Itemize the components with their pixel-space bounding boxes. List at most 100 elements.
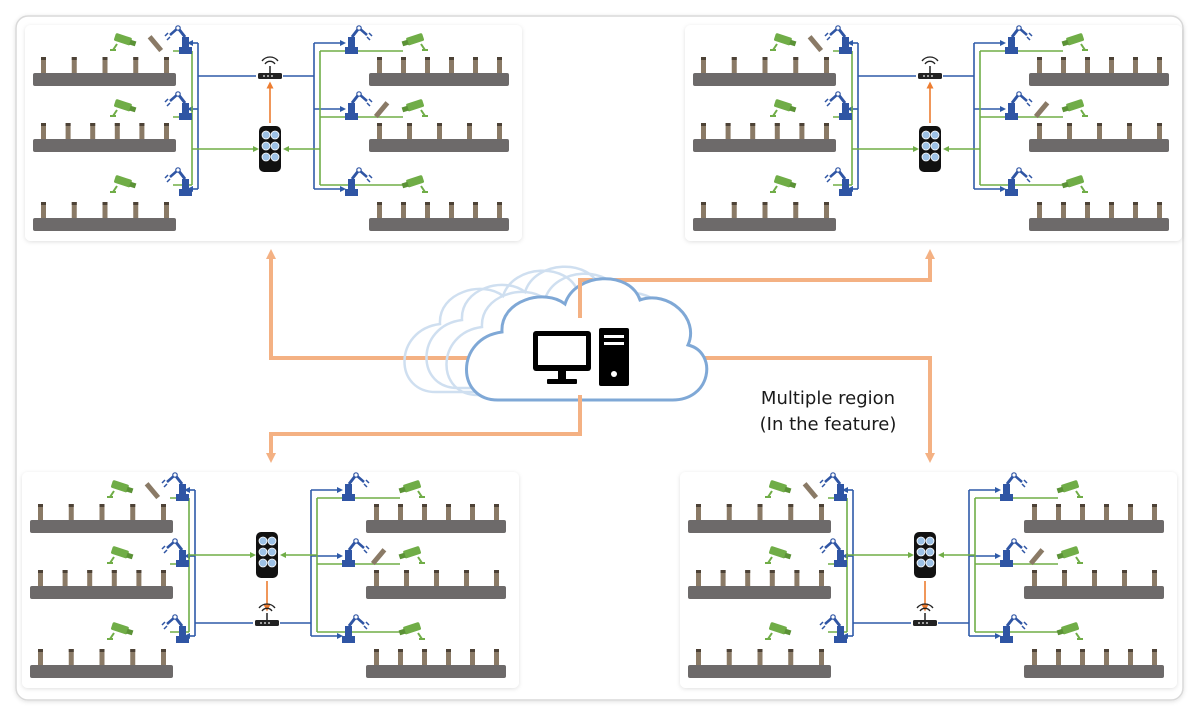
workpiece-cap [111,570,117,573]
workpiece [1122,570,1127,586]
workpiece [788,504,794,520]
conveyor [1029,123,1169,152]
conveyor-belt [1029,218,1169,231]
caption-line-1: Multiple region [760,388,896,409]
controller-port [267,536,277,546]
workpiece [1080,649,1085,665]
robot-arm-icon [819,538,847,567]
workpiece-cap [38,649,43,652]
robot-base [839,47,852,54]
workpiece [422,504,427,520]
router-led [927,75,929,77]
workpiece-cap [788,504,794,507]
camera-lens [1056,628,1064,636]
workpiece-cap [398,504,403,507]
camera-icon [1061,33,1088,51]
robot-body [1003,484,1010,494]
conveyor-belt [366,665,506,678]
tower-slot [604,335,624,338]
workpiece-cap [1062,570,1067,573]
camera-icon [107,480,134,498]
camera-body [774,175,792,188]
robot-gripper [1026,32,1033,41]
camera-lens [126,552,134,560]
workpiece-cap [1133,57,1138,60]
workpiece-cap [762,202,768,205]
router-led [268,622,270,624]
robot-base [834,636,847,643]
held-workpiece [1033,101,1050,119]
workpiece [464,570,469,586]
robot-arm-icon [1000,538,1045,567]
robot-body [348,103,355,113]
workpiece-cap [824,202,829,205]
link-to-bottom-left [266,395,582,463]
workpiece-cap [425,202,430,205]
workpiece [377,57,382,73]
workpiece-cap [464,570,469,573]
camera-icon [1061,99,1088,117]
camera-icon [107,622,134,640]
robot-base [176,494,189,501]
workpiece [133,57,139,73]
workpiece-cap [1133,202,1138,205]
workpiece-cap [133,57,139,60]
robot-base [839,113,852,120]
workpiece [111,570,117,586]
camera-icon [398,480,425,498]
robot-body [837,484,844,494]
workpiece-cap [90,123,96,126]
workpiece-cap [377,57,382,60]
workpiece [62,570,68,586]
robot-base [342,494,355,501]
controller-port [916,547,926,557]
robot-joint [835,91,841,97]
camera-body [769,480,787,493]
robot-joint [1016,91,1022,97]
robot-gripper [363,479,370,488]
router-led [922,622,924,624]
workpiece [41,57,46,73]
workpiece [164,123,169,139]
robot-arm-icon [144,472,189,501]
link-to-top-left [266,249,520,360]
workpiece [762,57,768,73]
plc-controller-icon [256,532,278,578]
camera-icon [765,546,792,564]
workpiece [68,504,74,520]
workpiece [114,123,120,139]
workpiece-cap [398,649,403,652]
robot-body [182,37,189,47]
held-workpiece [1028,548,1045,566]
camera-icon [1056,480,1083,498]
workpiece-cap [769,570,775,573]
workpiece-cap [1080,504,1085,507]
workpiece-cap [696,504,701,507]
robot-base [1005,113,1018,120]
conveyor-belt [30,520,173,533]
workpiece-cap [68,649,74,652]
camera-icon [398,622,425,640]
workpiece [799,123,805,139]
controller-port [930,152,940,162]
conveyor-belt [33,218,176,231]
robot-arm-icon [164,167,192,196]
workpiece [793,202,799,218]
workpiece-cap [1085,202,1090,205]
conveyor-belt [1029,139,1169,152]
factory-panel-top-left [25,25,522,241]
workpiece [1133,57,1138,73]
workpiece [90,123,96,139]
robot-base [345,113,358,120]
workpiece [41,123,46,139]
workpiece-cap [1152,570,1157,573]
workpiece-cap [774,123,780,126]
workpiece [497,57,502,73]
robot-joint [835,25,841,31]
workpiece-cap [799,123,805,126]
conveyor [688,570,831,599]
workpiece [762,202,768,218]
controller-port [925,558,935,568]
camera-lens [126,486,134,494]
workpiece-cap [133,202,139,205]
